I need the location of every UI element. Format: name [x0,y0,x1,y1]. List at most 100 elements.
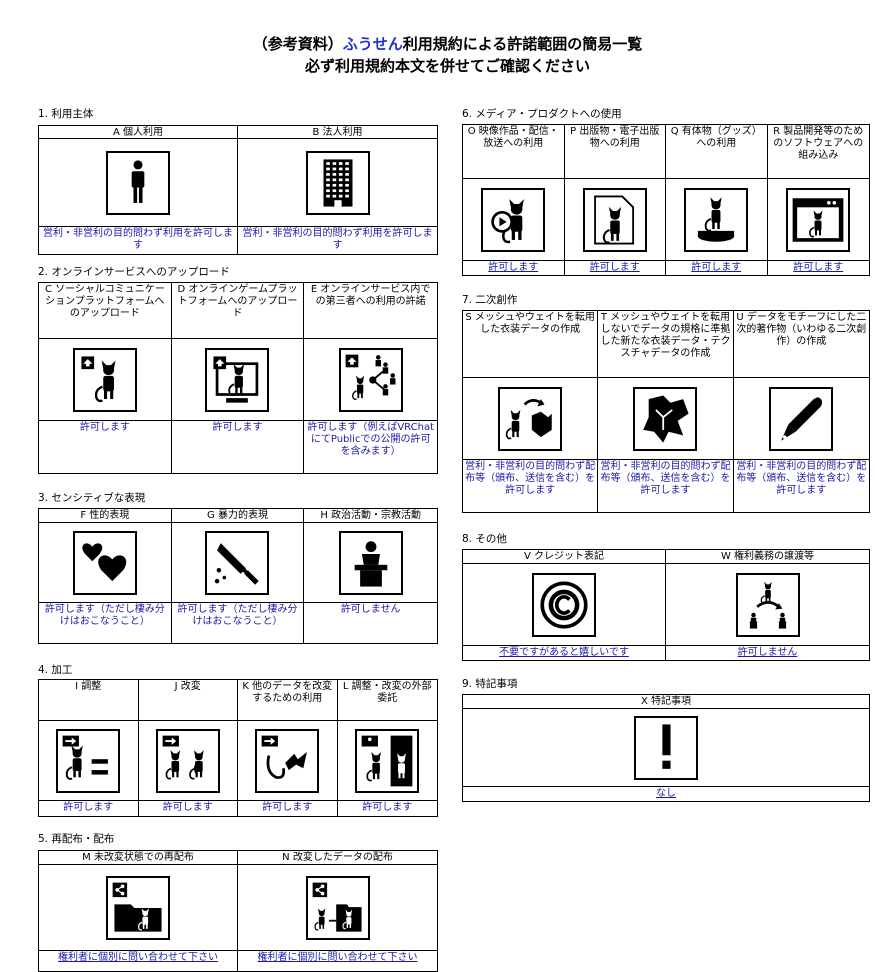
permission-text: 許可します（ただし棲み分けはおこなうこと） [177,604,298,627]
video-icon [481,187,546,252]
license-item: B 法人利用営利・非営利の目的問わず利用を許可します [238,126,437,254]
license-item: A 個人利用営利・非営利の目的問わず利用を許可します [39,126,238,254]
title-suffix: 利用規約による許諾範囲の簡易一覧 [402,35,643,53]
permission-text: 営利・非営利の目的問わず配布等（頒布、送信を含む）を許可します [465,461,596,496]
license-item: V クレジット表記不要ですがあると嬉しいです [463,550,666,660]
pen-icon [769,386,834,451]
upload-avatar-icon [72,347,137,412]
permission-text: 許可しません [340,604,401,615]
item-header: Q 有体物（グッズ）への利用 [666,125,767,179]
item-pictogram [39,139,237,227]
item-header: L 調整・改変の外部委託 [337,680,437,721]
permission-text: 許可しません [737,647,798,658]
permission-text: 許可します [262,802,313,813]
item-pictogram [238,139,437,227]
item-pictogram [238,721,337,801]
permission-text: 権利者に個別に問い合わせて下さい [257,952,418,963]
adjust-icon [56,728,121,793]
item-pictogram [337,721,437,801]
permission-text: 許可します [589,262,640,273]
section-5-label: 5. 再配布・配布 [38,833,115,845]
person-icon [106,150,170,215]
license-item: Q 有体物（グッズ）への利用許可します [666,125,768,275]
section-7-table: S メッシュやウェイトを転用した衣装データの作成営利・非営利の目的問わず配布等（… [462,310,870,513]
license-item: J 改変許可します [138,680,238,816]
permission-text: 許可します（例えばVRChatにてPublicでの公開の許可を含みます） [307,422,434,457]
item-pictogram [666,179,767,261]
item-header: N 改変したデータの配布 [238,851,437,865]
copyright-icon [532,572,596,637]
license-item: T メッシュやウェイトを転用しないでデータの規格に準拠した新たな衣装データ・テク… [598,311,734,512]
new-costume-icon [633,386,698,451]
item-pictogram [304,523,437,603]
license-item: C ソーシャルコミュニケーションプラットフォームへのアップロード許可します [39,283,172,473]
item-pictogram [463,564,665,646]
section-2-label: 2. オンラインサービスへのアップロード [38,266,230,278]
item-header: D オンラインゲームプラットフォームへのアップロード [171,283,304,339]
item-pictogram [463,709,869,787]
costume-convert-icon [498,386,563,451]
item-pictogram [138,721,237,801]
speaker-podium-icon [338,530,403,595]
item-pictogram [238,865,437,951]
item-pictogram [171,339,304,421]
building-icon [305,150,370,215]
item-pictogram [463,179,564,261]
item-pictogram [171,523,304,603]
outsource-icon [355,728,420,793]
distribute-modified-icon [305,875,370,940]
item-pictogram [39,523,171,603]
item-header: F 性的表現 [39,509,171,523]
modify-other-data-icon [255,728,320,793]
item-header: B 法人利用 [238,126,437,139]
license-item: W 権利義務の譲渡等許可しません [666,550,869,660]
permission-text: 許可します [212,422,263,433]
item-header: G 暴力的表現 [171,509,304,523]
permission-text: なし [656,788,676,799]
knife-icon [205,530,270,595]
title-prefix: （参考資料） [252,35,343,53]
license-item: P 出版物・電子出版物への利用許可します [564,125,666,275]
section-3-label: 3. センシティブな表現 [38,492,146,504]
modify-icon [155,728,220,793]
item-header: W 権利義務の譲渡等 [666,550,869,564]
license-item: K 他のデータを改変するための利用許可します [238,680,338,816]
item-pictogram [39,339,171,421]
item-header: U データをモチーフにした二次的著作物（いわゆる二次創作）の作成 [733,311,869,378]
permission-text: 営利・非営利の目的問わず利用を許可します [242,228,433,251]
brand-name: ふうせん [342,35,403,53]
license-item: R 製品開発等のためのソフトウェアへの組み込み許可します [767,125,869,275]
share-third-party-icon [338,347,403,412]
software-window-icon [786,187,851,252]
permission-text: 許可します [63,802,114,813]
exclamation-icon [634,715,698,780]
section-8-label: 8. その他 [462,533,507,545]
item-header: H 政治活動・宗教活動 [304,509,437,523]
permission-text: 営利・非営利の目的問わず配布等（頒布、送信を含む）を許可します [600,461,731,496]
license-item: M 未改変状態での再配布権利者に個別に問い合わせて下さい [39,851,238,971]
license-item: S メッシュやウェイトを転用した衣装データの作成営利・非営利の目的問わず配布等（… [463,311,599,512]
redistribute-folder-icon [106,875,170,940]
publication-icon [582,187,647,252]
permission-text: 許可します（ただし棲み分けはおこなうこと） [44,604,165,627]
section-3-table: F 性的表現許可します（ただし棲み分けはおこなうこと） G 暴力的表現許可します（… [38,508,438,644]
item-pictogram [564,179,665,261]
rights-transfer-icon [735,572,800,637]
item-header: J 改変 [138,680,237,721]
license-item: X 特記事項なし [463,695,869,801]
item-header: K 他のデータを改変するための利用 [238,680,337,721]
item-pictogram [39,865,237,951]
license-item: E オンラインサービス内での第三者への利用の許諾許可します（例えばVRChatに… [304,283,437,473]
section-7-label: 7. 二次創作 [462,294,518,306]
figure-goods-icon [684,187,749,252]
item-pictogram [767,179,869,261]
permission-text: 営利・非営利の目的問わず利用を許可します [43,228,233,251]
section-1-label: 1. 利用主体 [38,108,94,120]
item-header: R 製品開発等のためのソフトウェアへの組み込み [767,125,869,179]
item-header: X 特記事項 [463,695,869,709]
